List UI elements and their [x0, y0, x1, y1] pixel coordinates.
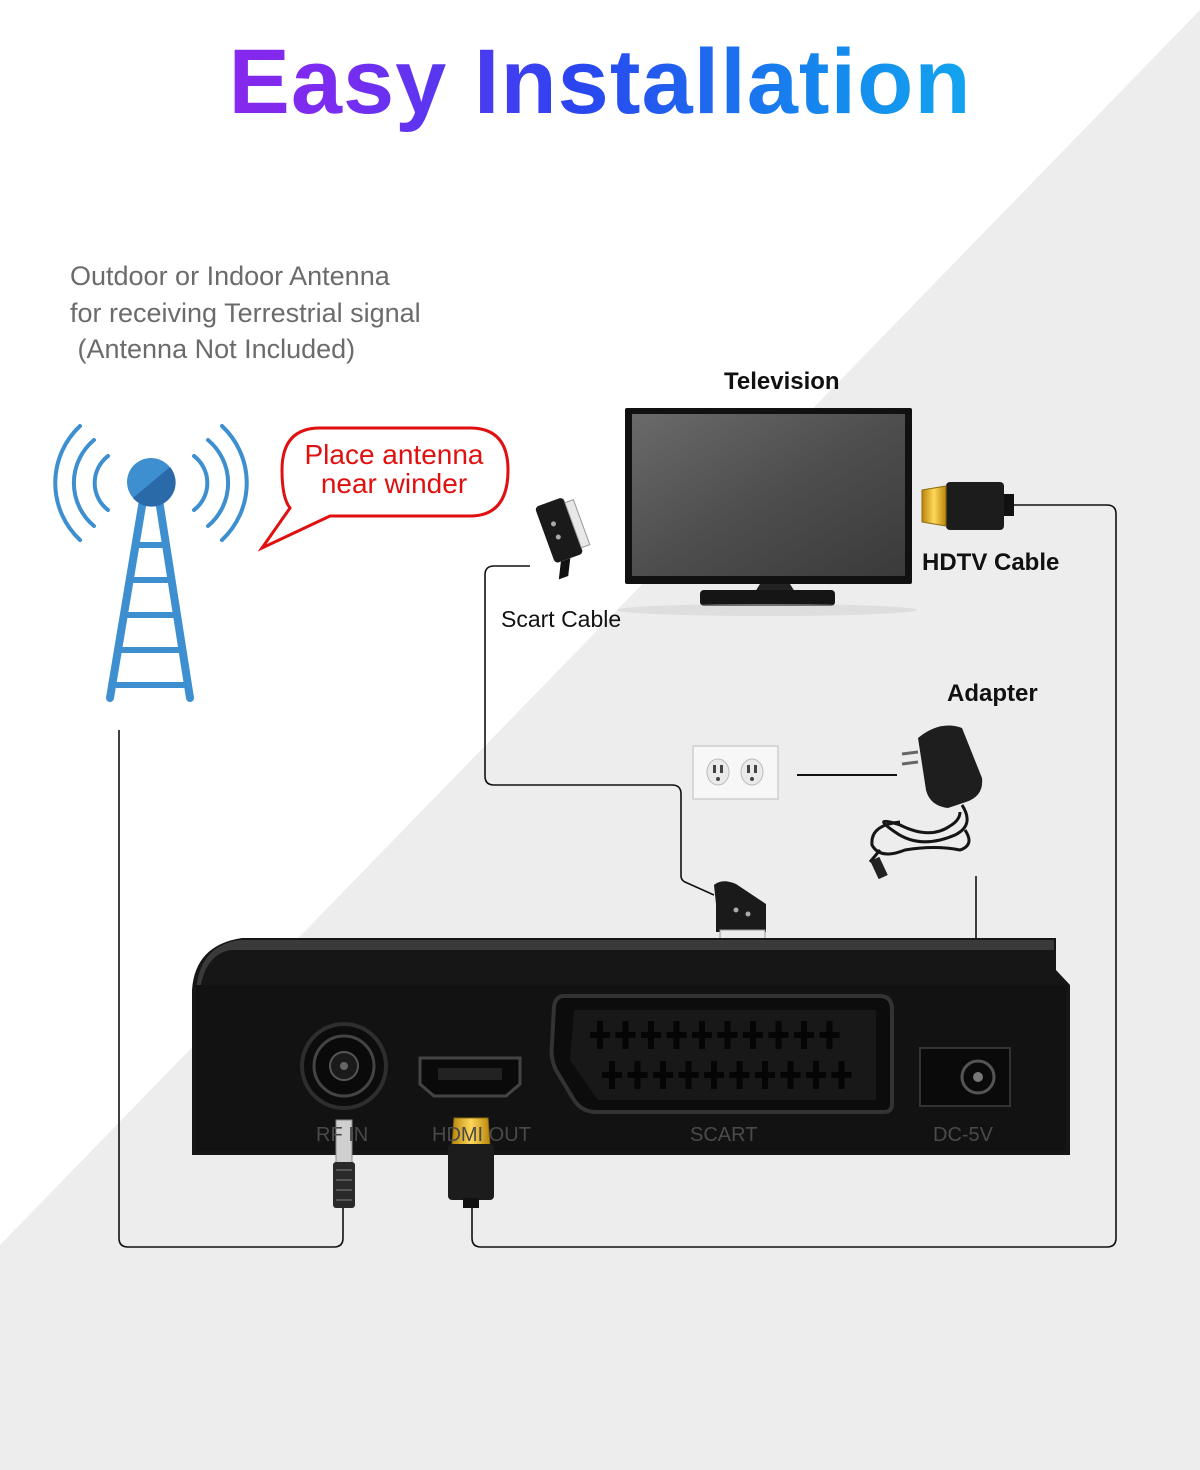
scart-pin — [743, 1032, 763, 1038]
port-label-scart: SCART — [690, 1124, 758, 1146]
callout-text: Place antenna near winder — [286, 440, 502, 498]
scart-pin — [831, 1072, 852, 1078]
television-icon — [617, 408, 917, 616]
scart-pin — [717, 1032, 738, 1038]
antenna-description: Outdoor or Indoor Antenna for receiving … — [70, 258, 530, 368]
power-adapter-icon — [868, 725, 983, 880]
scart-pin — [794, 1032, 814, 1038]
port-label-hdmi-out: HDMI OUT — [432, 1124, 531, 1146]
callout-bubble — [257, 426, 510, 552]
background-diagonal — [0, 10, 1200, 1470]
scart-pin — [653, 1072, 673, 1078]
hdmi-plug-icon — [921, 482, 1014, 530]
scart-pin — [641, 1032, 661, 1038]
scart-pin — [615, 1032, 636, 1038]
scart-pin — [692, 1032, 712, 1038]
rf-plug-icon — [333, 1119, 355, 1208]
television-label: Television — [724, 368, 840, 395]
adapter-label: Adapter — [947, 680, 1038, 707]
hdtv-cable-label: HDTV Cable — [922, 549, 1060, 576]
scart-pin — [806, 1072, 826, 1078]
scart-pin — [590, 1032, 610, 1038]
scart-pin — [780, 1072, 801, 1078]
scart-pin — [755, 1072, 775, 1078]
set-top-box-icon — [192, 938, 1070, 1155]
scart-pin — [819, 1032, 840, 1038]
antenna-tower-icon — [53, 424, 249, 702]
power-outlet-icon — [692, 745, 779, 800]
antenna-description-line-2: for receiving Terrestrial signal — [70, 297, 421, 328]
page-title: Easy Installation — [0, 30, 1200, 135]
callout-line-2: near winder — [320, 468, 468, 499]
hdmi-plug-box-icon — [448, 1117, 494, 1208]
antenna-description-line-3: (Antenna Not Included) — [70, 334, 356, 364]
scart-pin — [627, 1072, 648, 1078]
scart-pin — [678, 1072, 699, 1078]
scart-pin — [729, 1072, 750, 1078]
antenna-description-line-1: Outdoor or Indoor Antenna — [70, 261, 390, 291]
scart-pin — [666, 1032, 687, 1038]
callout-line-1: Place antenna — [304, 439, 484, 470]
scart-pin — [602, 1072, 622, 1078]
scart-pin — [768, 1032, 789, 1038]
scart-pin — [704, 1072, 724, 1078]
port-label-rf-in: RF IN — [316, 1124, 369, 1146]
port-label-dc: DC-5V — [933, 1124, 994, 1146]
scart-plug-icon — [535, 498, 591, 580]
scart-cable-label: Scart Cable — [501, 606, 622, 632]
